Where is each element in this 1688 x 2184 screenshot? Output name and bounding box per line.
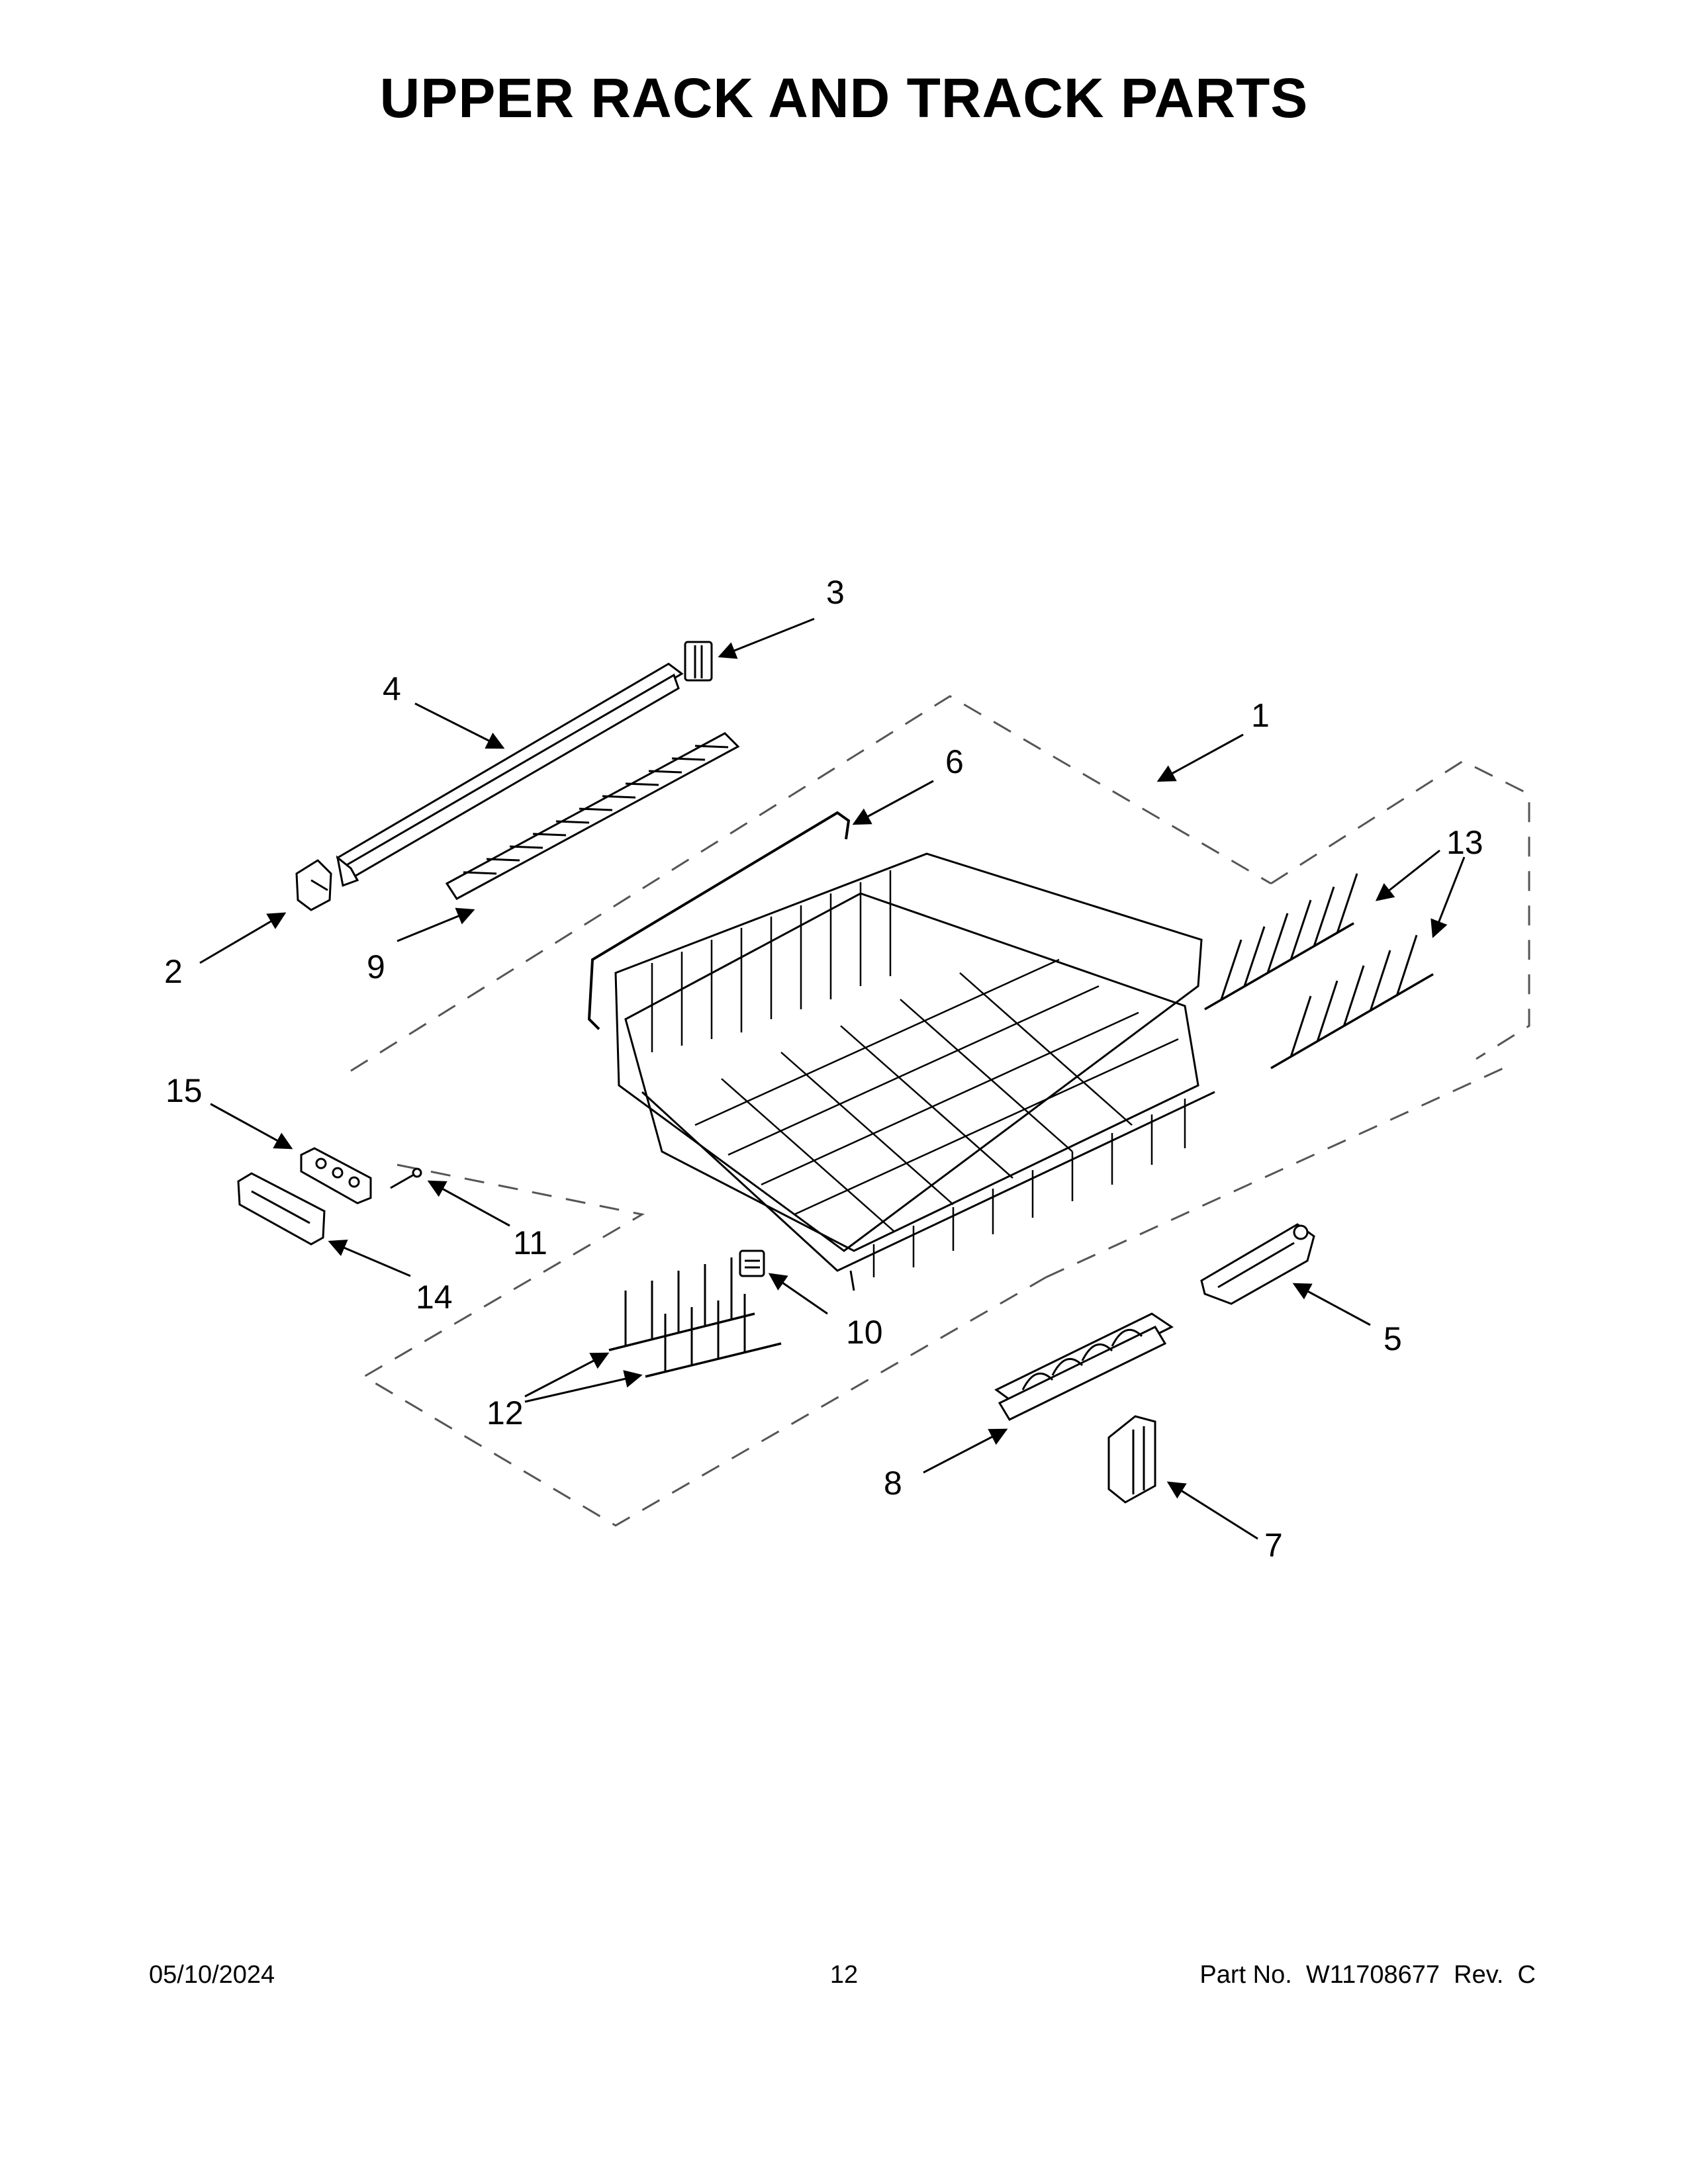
assembly-outline-upper	[350, 695, 1530, 1072]
track-front-cap-part	[295, 859, 332, 911]
tine-row-module-part	[994, 1312, 1174, 1421]
footer-part-number: Part No. W11708677 Rev. C	[1199, 1961, 1536, 1989]
callout-8: 8	[884, 1465, 902, 1502]
leader-lines	[199, 617, 1466, 1540]
fold-down-tine-front-part	[608, 1257, 782, 1378]
callout-15: 15	[165, 1072, 203, 1109]
clip-part	[739, 1250, 765, 1277]
page-title: UPPER RACK AND TRACK PARTS	[379, 67, 1309, 129]
callout-6: 6	[945, 743, 964, 780]
callout-2: 2	[164, 953, 183, 990]
callout-5: 5	[1383, 1320, 1402, 1357]
handle-part	[237, 1172, 326, 1246]
callout-10: 10	[846, 1314, 883, 1351]
callout-13: 13	[1446, 824, 1483, 861]
callout-14: 14	[416, 1279, 453, 1316]
callout-labels: 3 4 6 1 13 2 9 15 11 14 10 5 12 8 7	[164, 574, 1483, 1564]
latch-part	[1107, 1415, 1156, 1504]
track-rail-part	[336, 662, 684, 887]
callout-3: 3	[826, 574, 845, 611]
callout-7: 7	[1264, 1527, 1283, 1564]
callout-4: 4	[383, 670, 401, 707]
callout-1: 1	[1251, 697, 1270, 734]
footer-date: 05/10/2024	[149, 1961, 275, 1989]
footer-page-number: 12	[829, 1961, 859, 1989]
callout-12: 12	[487, 1394, 524, 1432]
handle-bracket-part	[300, 1147, 372, 1205]
fold-down-tine-rear-part	[1204, 873, 1434, 1069]
adjuster-part	[1200, 1223, 1315, 1305]
callout-11: 11	[513, 1224, 547, 1261]
assembly-outline-lower	[362, 1064, 1510, 1527]
wire-rod-part	[587, 811, 851, 1030]
callout-9: 9	[367, 948, 385, 985]
upper-rack-basket-part	[614, 852, 1215, 1291]
track-end-stop-part	[684, 641, 713, 682]
screw-part	[390, 1167, 422, 1189]
tine-row-part	[445, 732, 740, 900]
